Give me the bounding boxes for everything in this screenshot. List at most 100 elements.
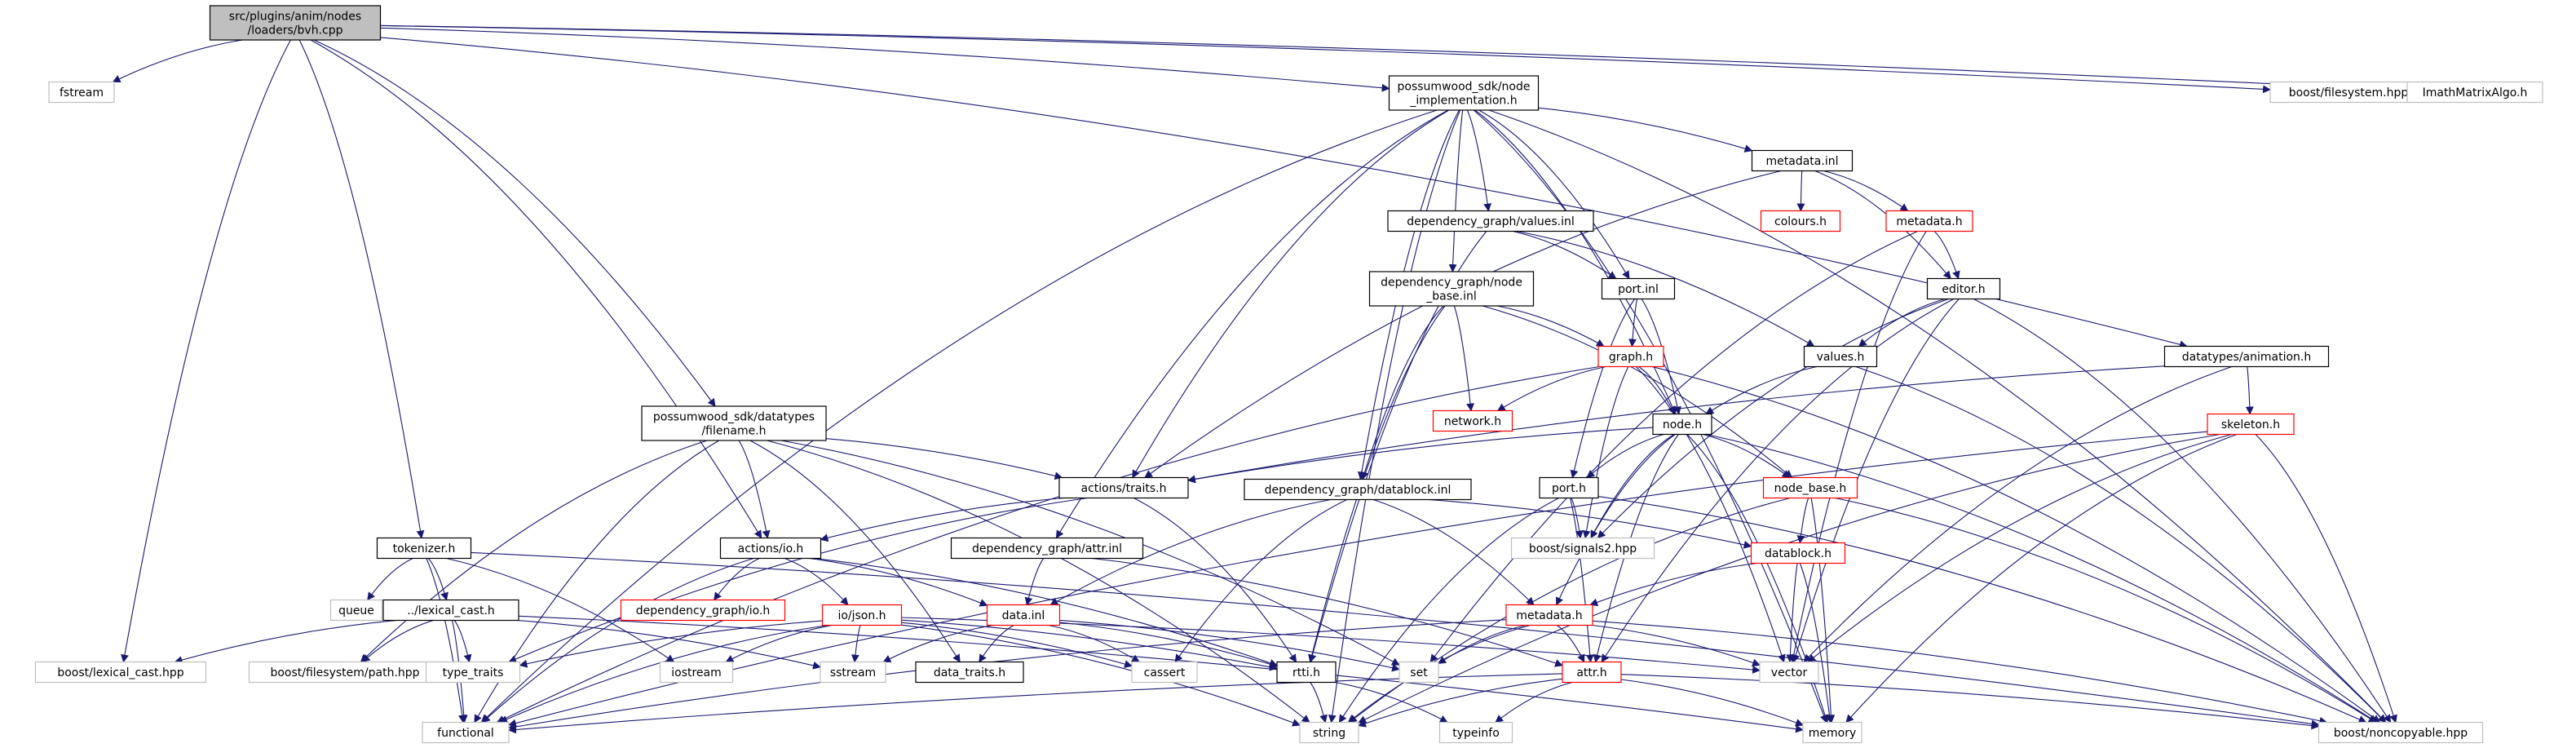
node-attr-inl[interactable]: dependency_graph/attr.inl <box>950 537 1144 560</box>
node-data-inl[interactable]: data.inl <box>986 604 1061 626</box>
node-dg-io[interactable]: dependency_graph/io.h <box>620 599 786 622</box>
node-metadata-inl[interactable]: metadata.inl <box>1751 149 1854 172</box>
node-box <box>1505 604 1593 626</box>
node-box <box>620 599 786 622</box>
node-type-traits[interactable]: type_traits <box>425 661 521 684</box>
edge-data-inl-to-sstream <box>882 624 993 662</box>
node-node-h[interactable]: node.h <box>1652 413 1712 436</box>
node-values-inl[interactable]: dependency_graph/values.inl <box>1387 210 1594 232</box>
edge-metadata-h-top-to-vector <box>1789 231 1927 663</box>
node-tokenizer[interactable]: tokenizer.h <box>376 537 472 560</box>
node-vector[interactable]: vector <box>1759 661 1819 684</box>
node-box <box>1510 537 1655 560</box>
node-noncopyable[interactable]: boost/noncopyable.hpp <box>2318 721 2484 744</box>
node-boost-path[interactable]: boost/filesystem/path.hpp <box>248 661 442 684</box>
node-boost-fs[interactable]: boost/filesystem.hpp <box>2269 81 2428 104</box>
node-actions-io[interactable]: actions/io.h <box>719 537 822 560</box>
edge-port-h-to-attr-h <box>1569 498 1594 663</box>
node-metadata-h-top[interactable]: metadata.h <box>1885 210 1973 232</box>
node-node-base-inl[interactable]: dependency_graph/node_base.inl <box>1368 271 1535 307</box>
node-datablock-h[interactable]: datablock.h <box>1750 542 1846 564</box>
edge-editor-to-signals2 <box>1597 298 1949 539</box>
edge-traits-to-actions-io <box>820 497 1064 542</box>
node-bvh[interactable]: src/plugins/anim/nodes/loaders/bvh.cpp <box>209 5 382 41</box>
node-metadata-h[interactable]: metadata.h <box>1505 604 1593 626</box>
edge-rtti-to-typeinfo <box>1335 681 1448 723</box>
node-node-impl[interactable]: possumwood_sdk/node_implementation.h <box>1388 75 1540 111</box>
edge-values-h-to-noncopyable <box>1855 365 2387 724</box>
node-box <box>248 661 442 684</box>
node-label: cassert <box>1144 666 1186 679</box>
edge-metadata-h-to-vector <box>1592 624 1761 667</box>
edge-tokenizer-to-lexical-cast <box>427 558 448 601</box>
node-label: boost/filesystem.hpp <box>2289 86 2409 100</box>
node-label: ../lexical_cast.h <box>407 604 495 617</box>
edge-node-impl-to-node-base-inl <box>1448 109 1464 272</box>
node-graph-h[interactable]: graph.h <box>1597 345 1664 368</box>
node-label: actions/io.h <box>738 542 804 555</box>
node-label: network.h <box>1444 415 1501 428</box>
edge-datablock-inl-to-cassert <box>1174 499 1348 663</box>
node-signals2[interactable]: boost/signals2.hpp <box>1510 537 1655 560</box>
node-string[interactable]: string <box>1299 721 1359 744</box>
node-label: metadata.h <box>1896 215 1962 228</box>
node-editor[interactable]: editor.h <box>1926 277 2001 300</box>
node-port-inl[interactable]: port.inl <box>1601 277 1676 300</box>
node-box <box>1802 721 1862 744</box>
node-label: data_traits.h <box>934 666 1005 679</box>
node-cassert[interactable]: cassert <box>1131 661 1198 684</box>
node-datatypes-anim[interactable]: datatypes/animation.h <box>2163 345 2330 368</box>
node-typeinfo[interactable]: typeinfo <box>1438 721 1513 744</box>
node-label: ImathMatrixAlgo.h <box>2423 86 2528 100</box>
node-boost-lexcast[interactable]: boost/lexical_cast.hpp <box>34 661 207 684</box>
node-set[interactable]: set <box>1398 661 1439 684</box>
node-skeleton[interactable]: skeleton.h <box>2207 413 2295 436</box>
node-attr-h[interactable]: attr.h <box>1562 661 1622 684</box>
node-label: /loaders/bvh.cpp <box>248 24 343 38</box>
node-functional[interactable]: functional <box>422 721 510 744</box>
node-colours[interactable]: colours.h <box>1760 210 1841 232</box>
node-rtti[interactable]: rtti.h <box>1276 661 1337 684</box>
node-box <box>1652 413 1712 436</box>
node-label: memory <box>1809 727 1857 740</box>
node-imath[interactable]: ImathMatrixAlgo.h <box>2406 81 2543 104</box>
node-label: actions/traits.h <box>1081 482 1167 495</box>
edge-data-inl-to-data-traits <box>979 625 1014 663</box>
edge-node-h-to-traits <box>1187 427 1654 484</box>
node-label: typeinfo <box>1452 727 1500 740</box>
edge-datatypes-anim-to-traits <box>1187 365 2165 484</box>
node-traits[interactable]: actions/traits.h <box>1058 476 1189 499</box>
node-memory[interactable]: memory <box>1802 721 1862 744</box>
edge-datablock-h-to-vector <box>1786 563 1798 663</box>
node-node-base-h[interactable]: node_base.h <box>1762 476 1858 499</box>
edge-bvh-to-boost-lexcast <box>121 39 291 663</box>
node-data-traits[interactable]: data_traits.h <box>915 661 1024 684</box>
node-lexical-cast[interactable]: ../lexical_cast.h <box>382 599 519 622</box>
edge-values-h-to-node-h <box>1705 365 1817 415</box>
node-fstream[interactable]: fstream <box>48 81 115 104</box>
edge-lexical-cast-to-functional <box>451 620 468 724</box>
edge-node-base-inl-to-rtti <box>1308 305 1446 663</box>
node-box <box>1885 210 1973 232</box>
node-box <box>1131 661 1198 684</box>
edge-metadata-inl-to-editor <box>1814 170 1951 280</box>
node-values-h[interactable]: values.h <box>1803 345 1878 368</box>
edge-metadata-h-to-attr-h <box>1556 625 1585 663</box>
node-box <box>1597 345 1664 368</box>
node-box <box>2406 81 2543 104</box>
edge-port-h-to-signals2 <box>1571 498 1584 539</box>
edge-metadata-inl-to-metadata-h-top <box>1823 170 1909 212</box>
node-io-json[interactable]: io/json.h <box>821 604 903 626</box>
edge-tokenizer-to-iostream <box>446 557 675 663</box>
node-datablock-inl[interactable]: dependency_graph/datablock.inl <box>1244 478 1472 501</box>
node-label: set <box>1410 666 1428 679</box>
node-network[interactable]: network.h <box>1432 409 1513 432</box>
node-queue[interactable]: queue <box>329 599 383 622</box>
node-sstream[interactable]: sstream <box>820 661 886 684</box>
node-port-h[interactable]: port.h <box>1539 476 1599 499</box>
node-filename[interactable]: possumwood_sdk/datatypes/filename.h <box>641 405 827 441</box>
node-box <box>329 599 383 622</box>
node-box <box>2318 721 2484 744</box>
edge-actions-io-to-functional <box>481 557 754 724</box>
node-iostream[interactable]: iostream <box>659 661 734 684</box>
